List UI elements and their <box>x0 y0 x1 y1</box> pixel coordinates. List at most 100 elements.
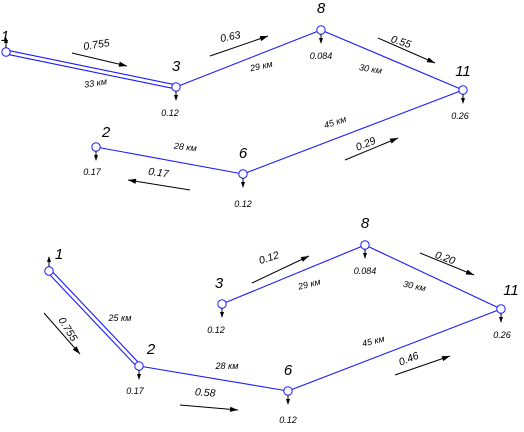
flow-arrow <box>251 255 310 284</box>
edge-length-label: 45 км <box>323 114 348 131</box>
node-3: 30.12 <box>161 58 181 118</box>
edge-line <box>364 244 502 310</box>
node-8: 80.084 <box>354 215 377 276</box>
edge-line <box>50 269 141 366</box>
load-arrow-head <box>220 312 224 318</box>
node-3: 30.12 <box>207 275 227 335</box>
node-circle <box>44 266 54 276</box>
flow-arrow-head <box>72 346 80 354</box>
edge-1-3: 33 км0.755 <box>5 37 177 90</box>
node-load-value: 0.12 <box>279 415 297 425</box>
node-number: 8 <box>361 215 370 232</box>
edge-line <box>138 365 289 392</box>
node-number: 3 <box>172 58 181 75</box>
node-1: 1 <box>44 246 63 276</box>
edge-6-11: 45 км0.46 <box>287 308 502 392</box>
flow-arrow-head <box>300 256 309 262</box>
edge-6-11: 45 км0.29 <box>242 89 464 175</box>
load-arrow-head <box>4 37 8 43</box>
edge-line <box>95 146 244 175</box>
node-number: 3 <box>215 275 224 292</box>
node-2: 20.17 <box>126 341 156 396</box>
flow-arrow <box>394 355 451 376</box>
node-2: 20.17 <box>83 124 111 177</box>
flow-arrow-head <box>426 57 435 63</box>
edge-length-label: 28 км <box>172 141 197 154</box>
node-circle <box>238 169 248 179</box>
flow-arrow-head <box>465 269 474 275</box>
load-arrow-head <box>363 253 367 259</box>
node-number: 6 <box>239 145 248 162</box>
load-arrow-head <box>47 256 51 262</box>
load-arrow-head <box>241 182 245 188</box>
flow-arrow-head <box>118 61 127 67</box>
edge-3-8: 29 км 0.12 <box>221 244 366 305</box>
edge-length-label: 45 км <box>361 333 386 348</box>
edge-line <box>175 29 322 88</box>
edge-line <box>242 89 464 175</box>
edge-flow-label: 0.58 <box>195 386 216 399</box>
node-number: 1 <box>55 246 63 263</box>
node-load-value: 0.17 <box>126 386 145 396</box>
flow-arrow <box>419 252 475 276</box>
node-number: 11 <box>455 63 471 80</box>
edge-3-8: 29 км 0.63 <box>175 29 322 88</box>
node-circle <box>171 82 181 92</box>
node-load-value: 0.26 <box>451 111 469 121</box>
node-number: 6 <box>284 362 293 379</box>
flow-arrow <box>377 37 436 64</box>
load-arrow-head <box>319 38 323 44</box>
edge-line <box>47 271 138 368</box>
node-circle <box>360 240 370 250</box>
node-load-value: 0.12 <box>161 108 179 118</box>
edge-flow-label: 0.63 <box>219 29 242 45</box>
edge-line <box>5 53 176 90</box>
edge-8-11: 30 км0.20 <box>364 244 502 310</box>
flow-arrow <box>179 404 239 411</box>
edge-length-label: 29 км <box>296 276 322 291</box>
load-arrow-head <box>499 317 503 323</box>
flow-arrow-head <box>259 36 268 42</box>
node-load-value: 0.26 <box>493 330 511 340</box>
edge-flow-label: 0.17 <box>147 166 170 181</box>
node-circle <box>458 85 468 95</box>
load-arrow-head <box>286 399 290 405</box>
edge-flow-label: 0.12 <box>258 249 281 267</box>
flow-arrow <box>127 179 191 191</box>
load-arrow-head <box>174 95 178 101</box>
edge-flow-label: 0.20 <box>433 249 456 267</box>
edge-2-6: 28 км 0.58 <box>138 361 289 412</box>
node-number: 11 <box>503 282 519 299</box>
edge-line <box>221 244 366 305</box>
flow-arrow <box>344 137 399 161</box>
node-number: 2 <box>146 341 156 358</box>
node-11: 110.26 <box>493 282 519 340</box>
node-load-value: 0.084 <box>310 51 333 61</box>
node-11: 110.26 <box>451 63 471 121</box>
node-circle <box>316 25 326 35</box>
node-circle <box>217 299 227 309</box>
node-circle <box>496 304 506 314</box>
edge-2-6: 28 км0.17 <box>95 141 244 191</box>
node-load-value: 0.12 <box>234 199 252 209</box>
node-circle <box>283 386 293 396</box>
flow-arrow <box>209 35 269 57</box>
flow-arrow-head <box>128 178 137 184</box>
node-circle <box>91 142 101 152</box>
node-number: 2 <box>101 124 111 141</box>
edge-length-label: 29 км <box>248 59 273 74</box>
edge-8-11: 30 км0.55 <box>320 29 464 91</box>
node-8: 80.084 <box>310 0 333 61</box>
node-load-value: 0.17 <box>83 167 102 177</box>
edge-length-label: 28 км <box>215 361 239 371</box>
edge-line <box>320 29 464 91</box>
node-circle <box>134 361 144 371</box>
load-arrow-head <box>137 374 141 380</box>
load-arrow-head <box>461 98 465 104</box>
flow-arrow-head <box>229 406 238 412</box>
edge-length-label: 30 км <box>358 62 382 76</box>
node-load-value: 0.12 <box>207 325 225 335</box>
